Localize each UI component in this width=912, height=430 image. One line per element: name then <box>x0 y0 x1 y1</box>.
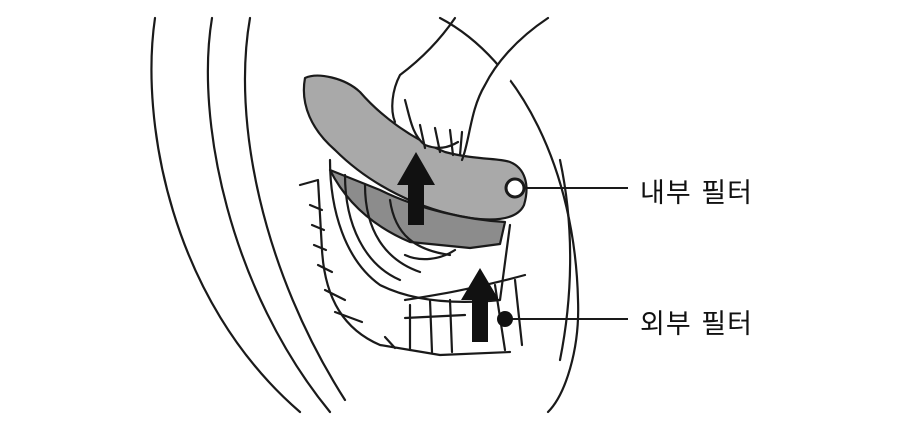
door-outer-ring <box>150 16 302 414</box>
hand-illustration <box>391 16 550 162</box>
lift-arrow-inner-filter <box>397 152 435 225</box>
callout-marker-inner-filter <box>504 177 628 199</box>
door-right-ring <box>438 16 580 414</box>
lift-arrow-outer-filter <box>461 268 499 342</box>
door-inner-ring <box>558 158 572 362</box>
inner-filter-label: 내부 필터 <box>640 178 753 209</box>
outer-filter-label: 외부 필터 <box>640 309 753 340</box>
callout-marker-outer-filter <box>497 311 628 327</box>
door-second-ring <box>206 16 332 414</box>
door-third-ring <box>243 16 347 402</box>
